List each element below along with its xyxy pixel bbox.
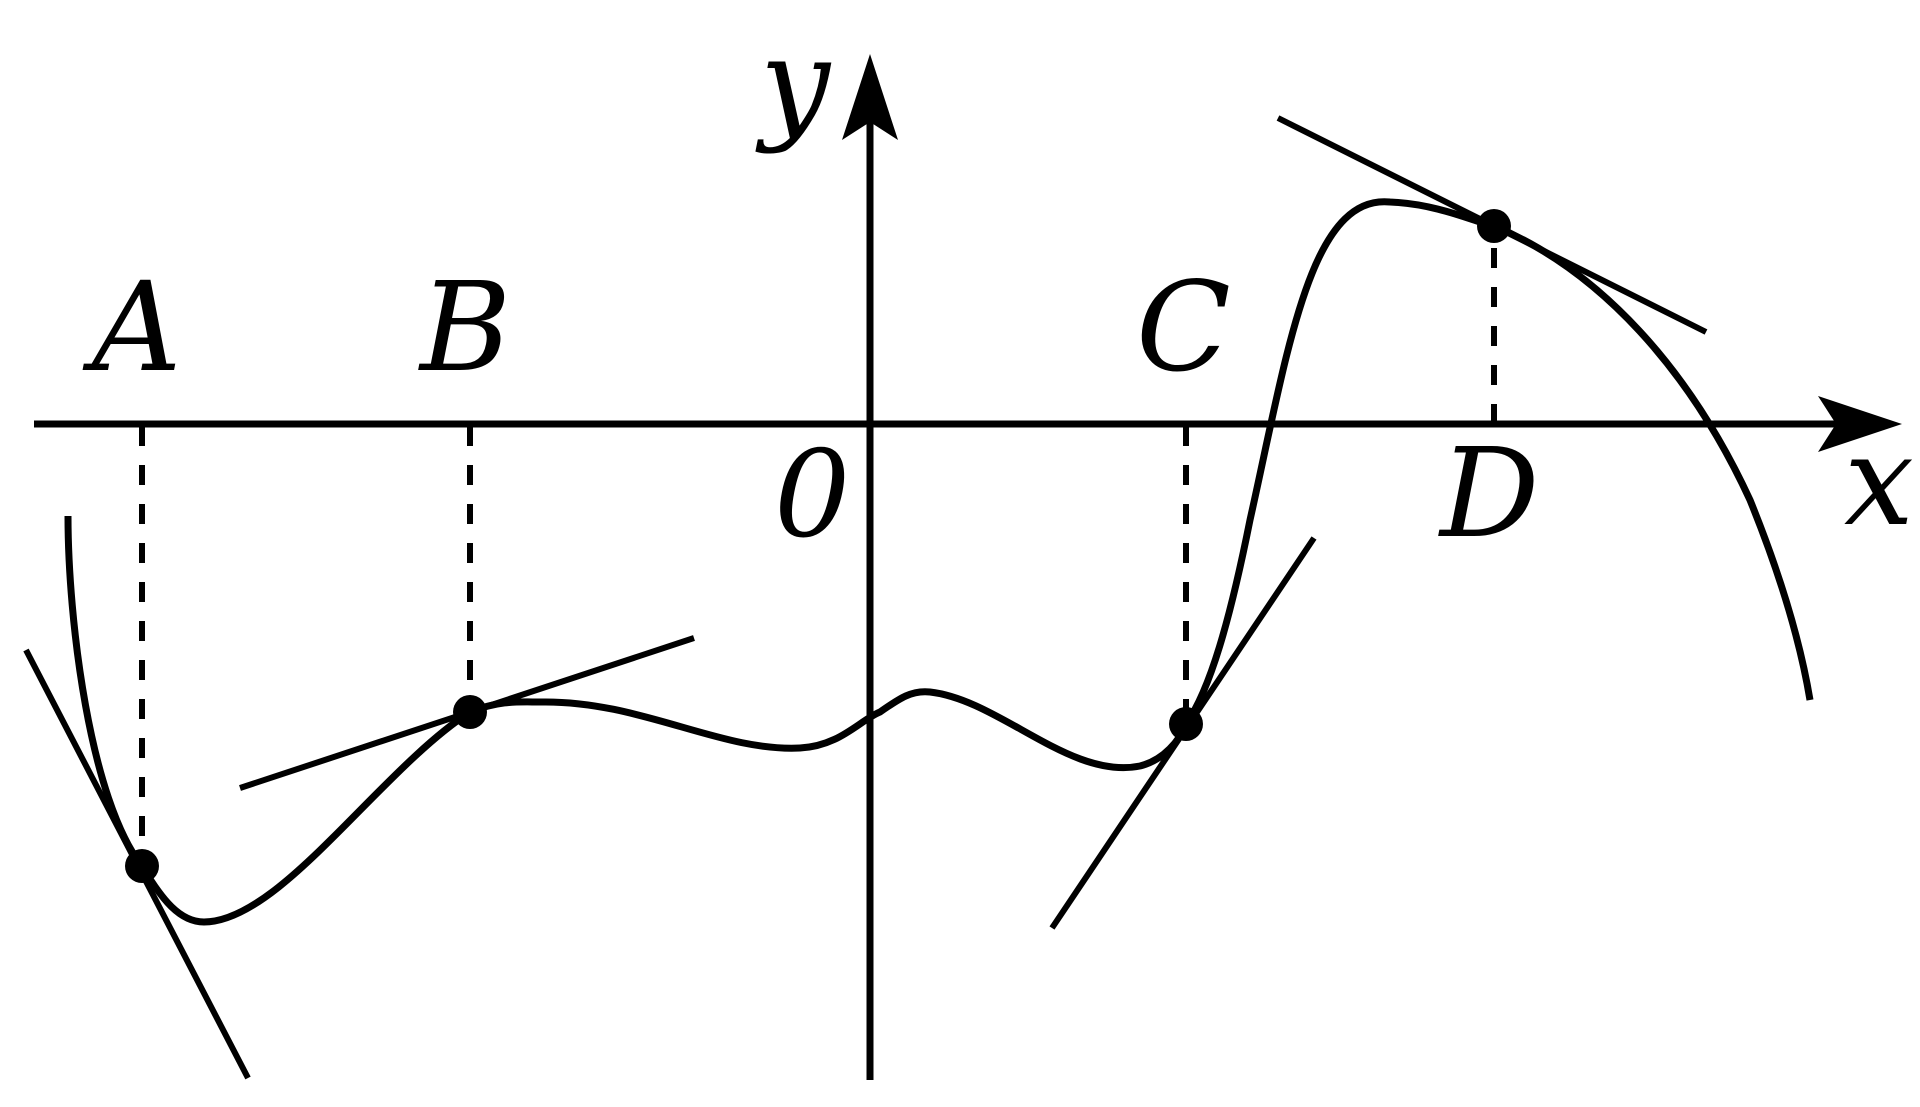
function-curve bbox=[64, 198, 1814, 926]
point-b-marker bbox=[453, 695, 487, 729]
point-a-marker bbox=[125, 849, 159, 883]
point-d-marker bbox=[1477, 209, 1511, 243]
point-c-label: C bbox=[1136, 256, 1231, 400]
origin-label: 0 bbox=[774, 426, 850, 565]
x-axis-arrowhead bbox=[1818, 396, 1902, 452]
y-axis-arrowhead bbox=[842, 54, 898, 140]
point-a-label: A bbox=[82, 256, 182, 400]
y-axis-label: y bbox=[755, 12, 832, 156]
x-axis-label: x bbox=[1844, 410, 1914, 554]
point-b-label: B bbox=[418, 256, 511, 400]
point-c-marker bbox=[1169, 707, 1203, 741]
point-d-label: D bbox=[1438, 422, 1539, 566]
